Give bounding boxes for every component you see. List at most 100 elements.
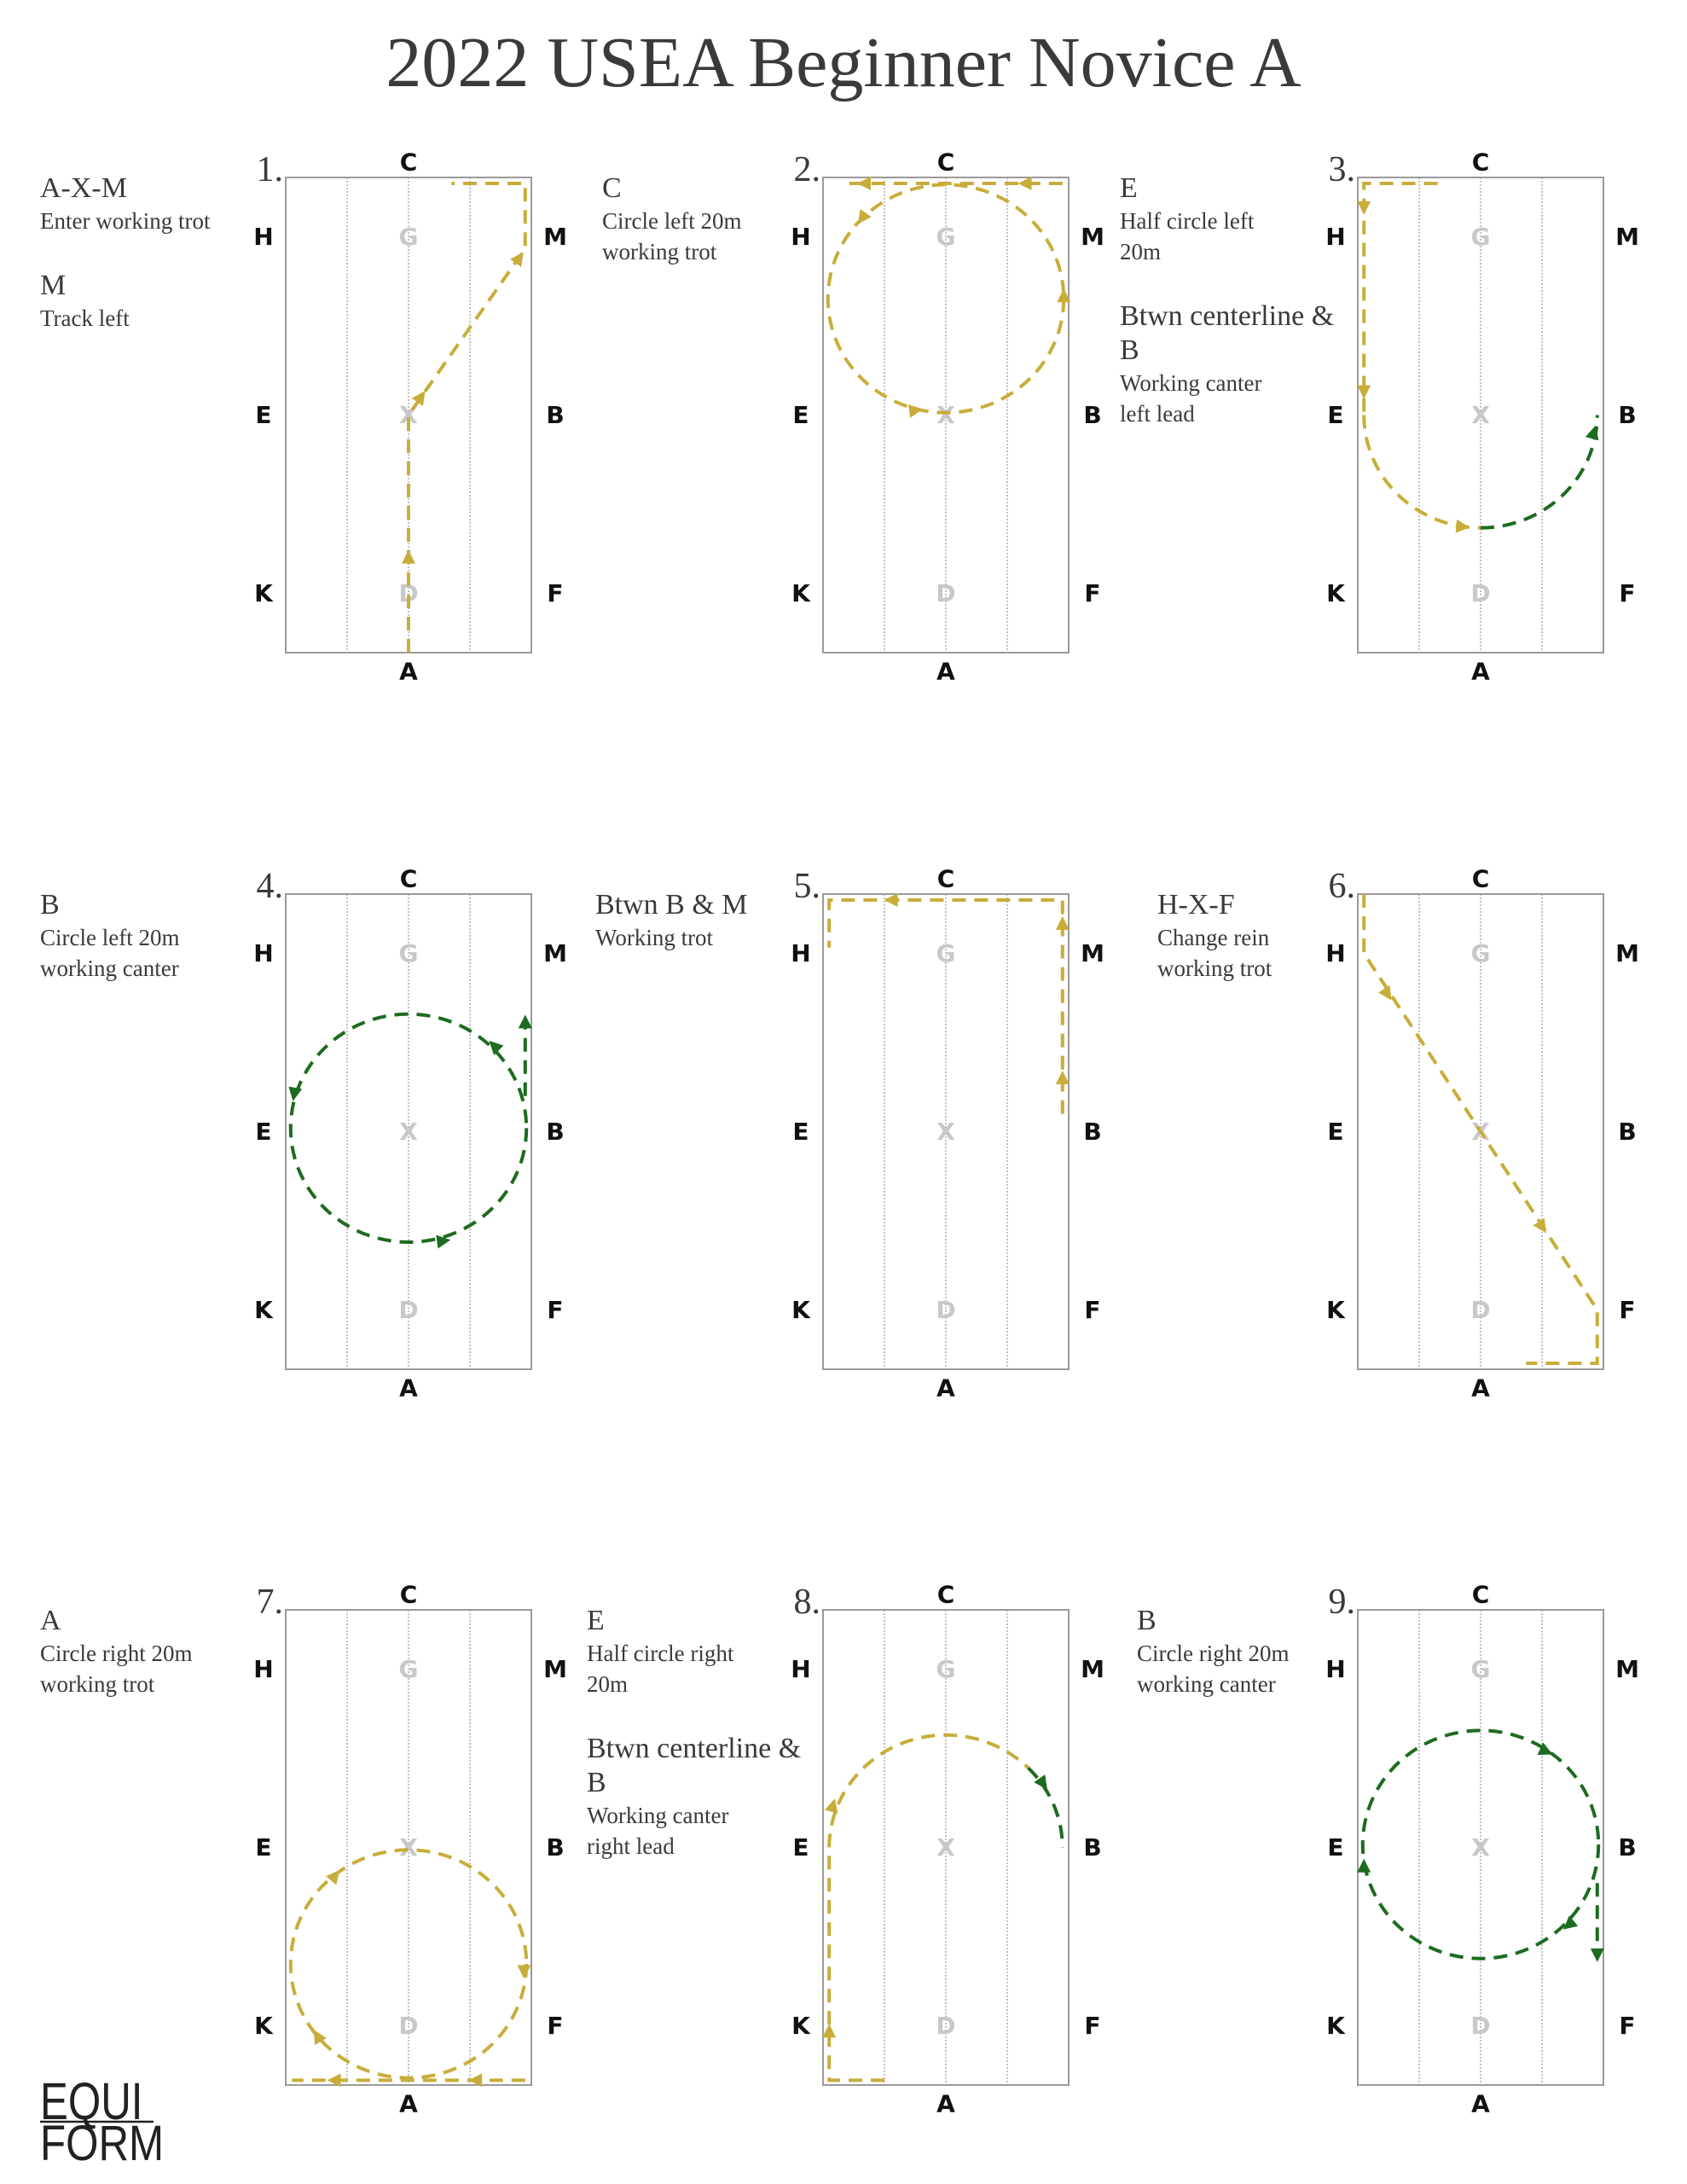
letter-left: E	[1327, 1118, 1343, 1146]
letter-left: H	[791, 1655, 810, 1683]
ride-path-line	[827, 898, 1064, 1114]
direction-arrow-icon	[1357, 200, 1371, 215]
direction-arrow-icon	[857, 209, 872, 224]
instruction-text: Circle left 20m	[602, 208, 742, 234]
letter-right: F	[547, 579, 563, 607]
letter-c: C	[937, 865, 955, 893]
letter-left: K	[254, 1296, 274, 1324]
instruction-text: Enter working trot	[40, 208, 211, 234]
letter-center: D	[1470, 2012, 1490, 2040]
letter-center: G	[1471, 939, 1491, 967]
letter-right: M	[1615, 223, 1639, 251]
letter-right: F	[1084, 2012, 1100, 2040]
instruction-text: Half circle right	[587, 1641, 734, 1666]
letter-right: B	[1618, 1118, 1636, 1146]
letter-left: H	[253, 939, 273, 967]
instruction-text: Change rein	[1157, 925, 1270, 950]
instruction-marker: A-X-M	[40, 172, 127, 204]
letter-a: A	[936, 1374, 955, 1403]
letter-left: K	[1326, 579, 1346, 607]
direction-arrow-icon	[1055, 1070, 1070, 1084]
letter-right: B	[546, 401, 564, 429]
instruction-text: working canter	[1137, 1671, 1276, 1697]
letter-center: D	[936, 2012, 955, 2040]
letter-c: C	[937, 148, 955, 177]
ride-path-arc	[1480, 415, 1599, 530]
letter-center: D	[936, 1296, 955, 1324]
letter-left: H	[1325, 1655, 1345, 1683]
letter-right: M	[543, 939, 567, 967]
letter-left: E	[792, 1833, 809, 1862]
direction-arrow-icon	[517, 1965, 531, 1979]
ride-path-line	[827, 1847, 884, 2082]
instruction-text: Circle left 20m	[40, 925, 180, 950]
letter-left: E	[792, 401, 809, 429]
direction-arrow-icon	[1562, 1915, 1579, 1930]
instruction-marker: C	[602, 172, 622, 204]
letter-center: G	[936, 223, 956, 251]
letter-c: C	[937, 1581, 955, 1609]
movement-number: 6.	[1329, 867, 1356, 906]
letter-a: A	[1471, 1374, 1490, 1403]
letter-center: G	[936, 1655, 956, 1683]
letter-center: X	[1471, 401, 1490, 429]
ride-path-line	[407, 182, 527, 653]
instruction-text: working trot	[602, 239, 717, 264]
letter-right: B	[1083, 1118, 1101, 1146]
letter-c: C	[400, 1581, 418, 1609]
letter-center: X	[399, 1833, 418, 1862]
letter-a: A	[399, 2090, 418, 2118]
letter-center: X	[1471, 1833, 1490, 1862]
ride-path-circle	[1360, 1728, 1601, 1960]
letter-left: H	[791, 939, 810, 967]
letter-center: D	[398, 2012, 418, 2040]
direction-arrow-icon	[1537, 1742, 1553, 1755]
letter-right: B	[1618, 1833, 1636, 1862]
direction-arrow-icon	[325, 1870, 340, 1885]
movement-number: 1.	[257, 150, 284, 189]
letter-right: F	[1084, 1296, 1100, 1324]
letter-left: H	[791, 223, 810, 251]
instruction-marker: Btwn B & M	[595, 889, 748, 921]
instruction-text: 20m	[1120, 239, 1162, 264]
letter-right: M	[1615, 1655, 1639, 1683]
ride-path-line	[1362, 182, 1438, 415]
direction-arrow-icon	[1533, 1217, 1546, 1234]
letter-left: K	[791, 579, 811, 607]
instruction-text: Circle right 20m	[40, 1641, 193, 1666]
letter-left: H	[1325, 223, 1345, 251]
direction-arrow-icon	[411, 391, 426, 406]
instruction-text: right lead	[587, 1833, 675, 1859]
direction-arrow-icon	[824, 1798, 838, 1814]
ride-path-circle	[288, 1012, 529, 1245]
letter-c: C	[1472, 1581, 1490, 1609]
letter-right: F	[547, 1296, 563, 1324]
direction-arrow-icon	[510, 252, 524, 268]
direction-arrow-icon	[518, 1014, 532, 1029]
direction-arrow-icon	[907, 404, 923, 418]
instruction-text: working trot	[1157, 956, 1272, 981]
letter-center: G	[936, 939, 956, 967]
letter-right: B	[1083, 1833, 1101, 1862]
letter-right: B	[1618, 401, 1636, 429]
ride-path-circle	[288, 1848, 529, 2080]
letter-left: H	[253, 1655, 273, 1683]
letter-left: E	[1327, 1833, 1343, 1862]
letter-a: A	[1471, 2090, 1490, 2118]
instruction-text: Track left	[40, 305, 130, 331]
instruction-text: working trot	[40, 1671, 155, 1697]
letter-c: C	[400, 865, 418, 893]
direction-arrow-icon	[1034, 1774, 1047, 1790]
movement-number: 2.	[794, 150, 821, 189]
letter-center: D	[936, 579, 955, 607]
letter-left: E	[1327, 401, 1343, 429]
